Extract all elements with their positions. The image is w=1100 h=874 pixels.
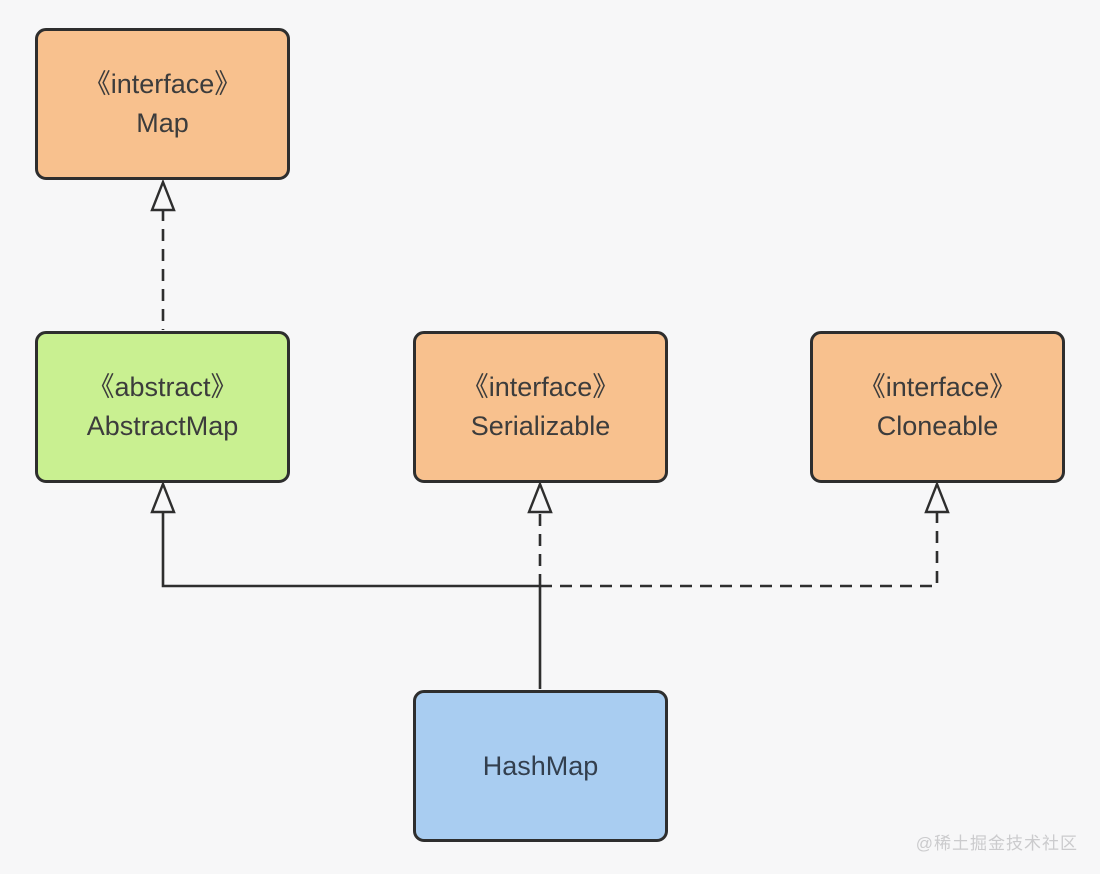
arrowhead-cloneable — [924, 480, 950, 514]
node-abstractmap: 《abstract》 AbstractMap — [35, 331, 290, 483]
watermark: @稀土掘金技术社区 — [915, 834, 1078, 853]
edge-hashmap-abstractmap — [161, 511, 542, 689]
node-serializable: 《interface》 Serializable — [413, 331, 668, 483]
arrowhead-abstractmap — [150, 480, 176, 514]
node-abstractmap-name: AbstractMap — [86, 411, 239, 441]
arrowhead-map — [150, 178, 176, 212]
node-serializable-stereotype: 《interface》 — [461, 372, 620, 402]
arrowhead-serializable — [527, 480, 553, 514]
node-cloneable-name: Cloneable — [876, 411, 999, 441]
edge-hashmap-cloneable — [540, 511, 939, 588]
node-abstractmap-stereotype: 《abstract》 — [87, 372, 238, 402]
node-map: 《interface》 Map — [35, 28, 290, 180]
node-hashmap-name: HashMap — [482, 750, 599, 781]
node-cloneable-stereotype: 《interface》 — [858, 372, 1017, 402]
node-serializable-name: Serializable — [470, 411, 611, 441]
node-hashmap: HashMap — [413, 690, 668, 842]
node-map-name: Map — [136, 108, 189, 138]
node-map-stereotype: 《interface》 — [83, 69, 242, 99]
node-cloneable: 《interface》 Cloneable — [810, 331, 1065, 483]
